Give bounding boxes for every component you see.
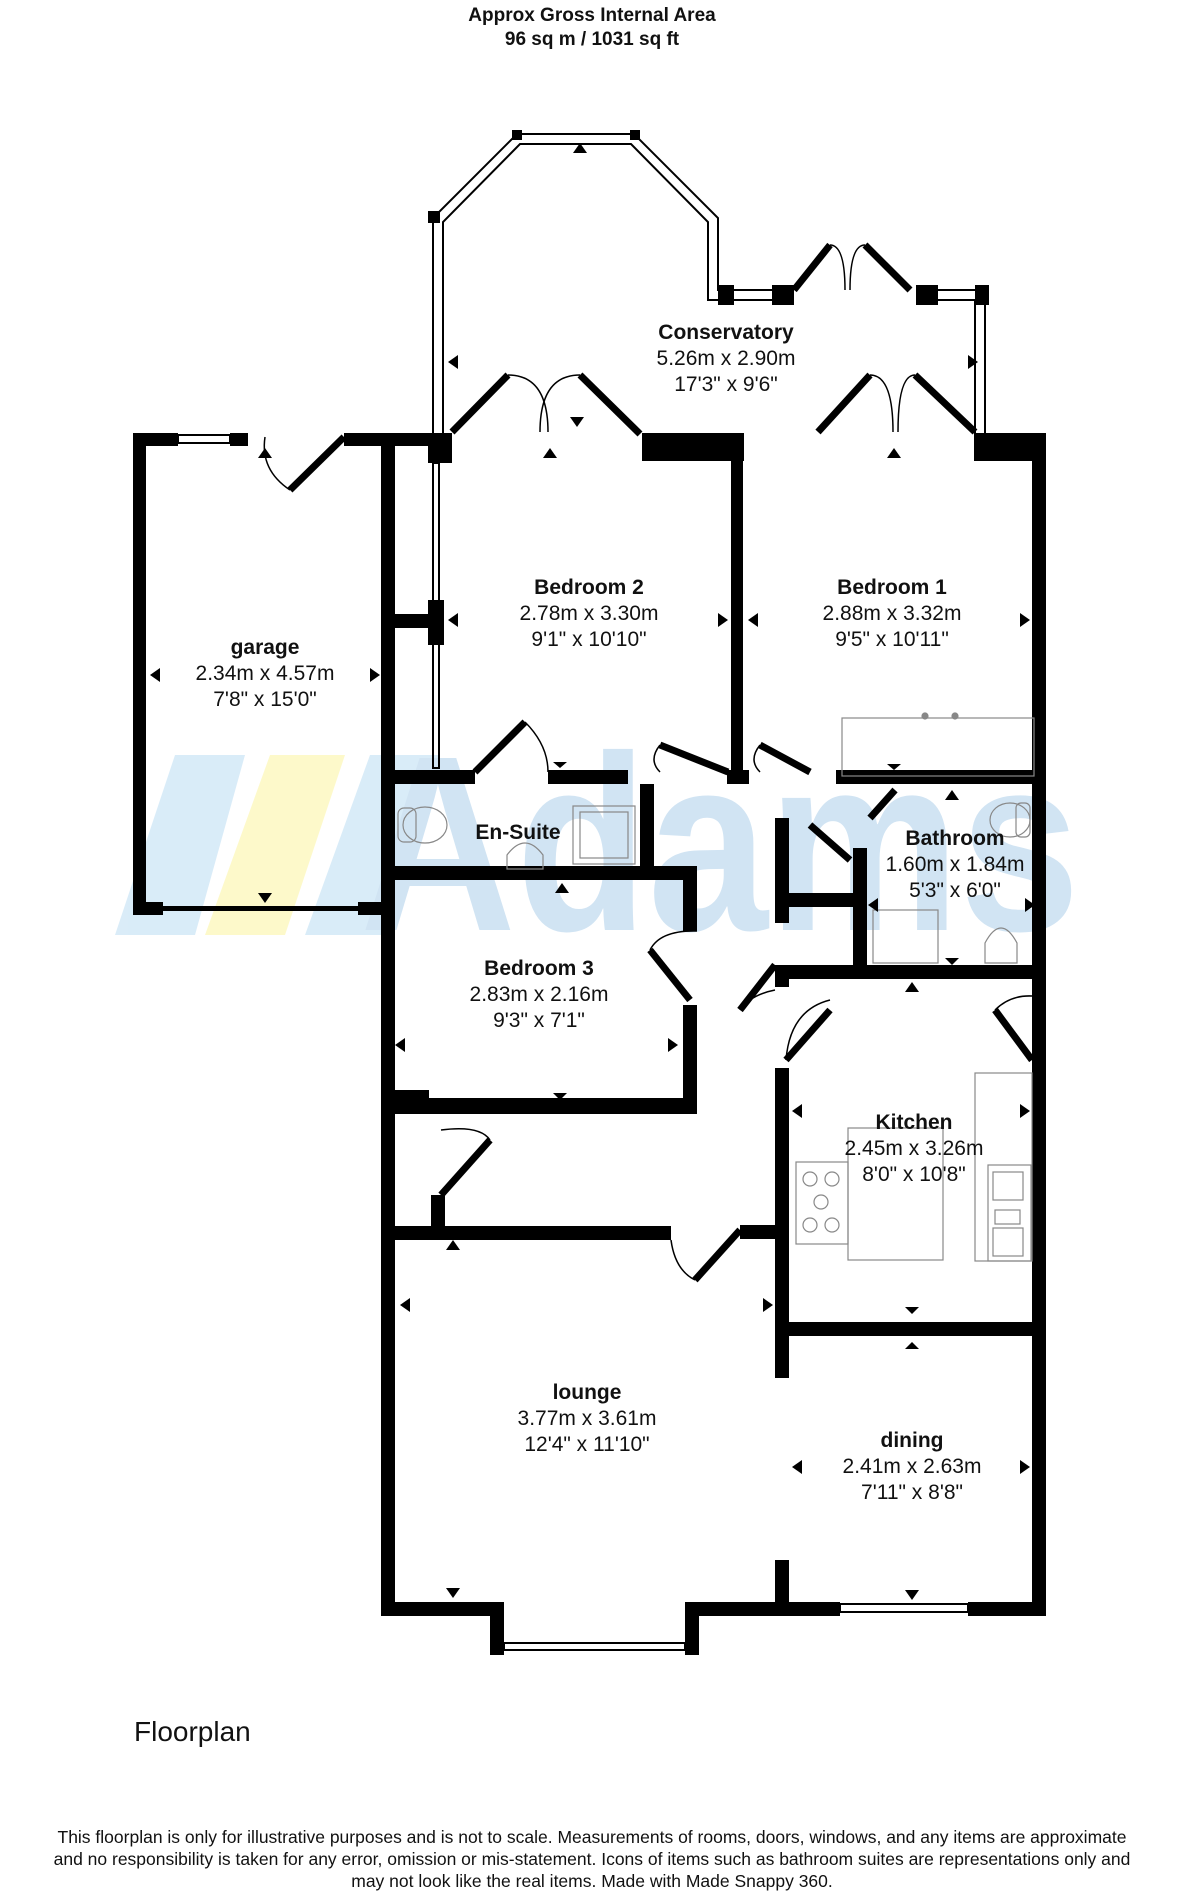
- room-name: Bedroom 2: [534, 576, 644, 599]
- room-metric: 1.60m x 1.84m: [885, 853, 1025, 876]
- room-name: dining: [880, 1429, 944, 1452]
- room-garage: garage 2.34m x 4.57m 7'8" x 15'0": [196, 635, 335, 713]
- disclaimer-line: This floorplan is only for illustrative …: [57, 1827, 1127, 1847]
- room-imperial: 8'0" x 10'8": [862, 1163, 966, 1186]
- room-bedroom-1: Bedroom 1 2.88m x 3.32m 9'5" x 10'11": [823, 575, 962, 653]
- area-header: Approx Gross Internal Area 96 sq m / 103…: [0, 4, 1184, 52]
- room-lounge: lounge 3.77m x 3.61m 12'4" x 11'10": [518, 1380, 657, 1458]
- room-name: lounge: [552, 1381, 622, 1404]
- room-en-suite: En-Suite: [475, 820, 560, 846]
- floorplan-caption: Floorplan: [134, 1716, 251, 1747]
- room-imperial: 9'3" x 7'1": [493, 1009, 585, 1032]
- room-name: Conservatory: [658, 321, 794, 344]
- room-name: garage: [230, 636, 300, 659]
- room-metric: 2.88m x 3.32m: [822, 602, 962, 625]
- room-imperial: 12'4" x 11'10": [524, 1433, 650, 1456]
- room-metric: 5.26m x 2.90m: [656, 347, 796, 370]
- room-name: Bedroom 1: [837, 576, 947, 599]
- room-imperial: 9'5" x 10'11": [835, 628, 949, 651]
- room-metric: 2.83m x 2.16m: [469, 983, 609, 1006]
- room-kitchen: Kitchen 2.45m x 3.26m 8'0" x 10'8": [845, 1110, 984, 1188]
- room-metric: 2.78m x 3.30m: [519, 602, 659, 625]
- svg-text:Adams: Adams: [360, 704, 1080, 983]
- disclaimer-line: may not look like the real items. Made w…: [351, 1871, 833, 1891]
- room-name: Bathroom: [905, 827, 1005, 850]
- room-name: Bedroom 3: [484, 957, 594, 980]
- room-bedroom-2: Bedroom 2 2.78m x 3.30m 9'1" x 10'10": [520, 575, 659, 653]
- room-name: Kitchen: [875, 1111, 953, 1134]
- room-metric: 2.34m x 4.57m: [195, 662, 335, 685]
- room-imperial: 7'11" x 8'8": [861, 1481, 963, 1504]
- room-bedroom-3: Bedroom 3 2.83m x 2.16m 9'3" x 7'1": [470, 956, 609, 1034]
- room-conservatory: Conservatory 5.26m x 2.90m 17'3" x 9'6": [657, 320, 796, 398]
- disclaimer: This floorplan is only for illustrative …: [0, 1826, 1184, 1892]
- room-name: En-Suite: [475, 821, 561, 844]
- area-value: 96 sq m / 1031 sq ft: [504, 29, 680, 50]
- disclaimer-line: and no responsibility is taken for any e…: [53, 1849, 1131, 1869]
- room-metric: 2.41m x 2.63m: [842, 1455, 982, 1478]
- room-imperial: 5'3" x 6'0": [909, 879, 1001, 902]
- room-imperial: 17'3" x 9'6": [674, 373, 778, 396]
- room-bathroom: Bathroom 1.60m x 1.84m 5'3" x 6'0": [886, 826, 1025, 904]
- room-dining: dining 2.41m x 2.63m 7'11" x 8'8": [843, 1428, 982, 1506]
- room-imperial: 7'8" x 15'0": [213, 688, 317, 711]
- room-imperial: 9'1" x 10'10": [531, 628, 647, 651]
- area-title: Approx Gross Internal Area: [468, 5, 716, 26]
- watermark-logo: Adams: [115, 704, 1080, 983]
- room-metric: 2.45m x 3.26m: [844, 1137, 984, 1160]
- room-metric: 3.77m x 3.61m: [517, 1407, 657, 1430]
